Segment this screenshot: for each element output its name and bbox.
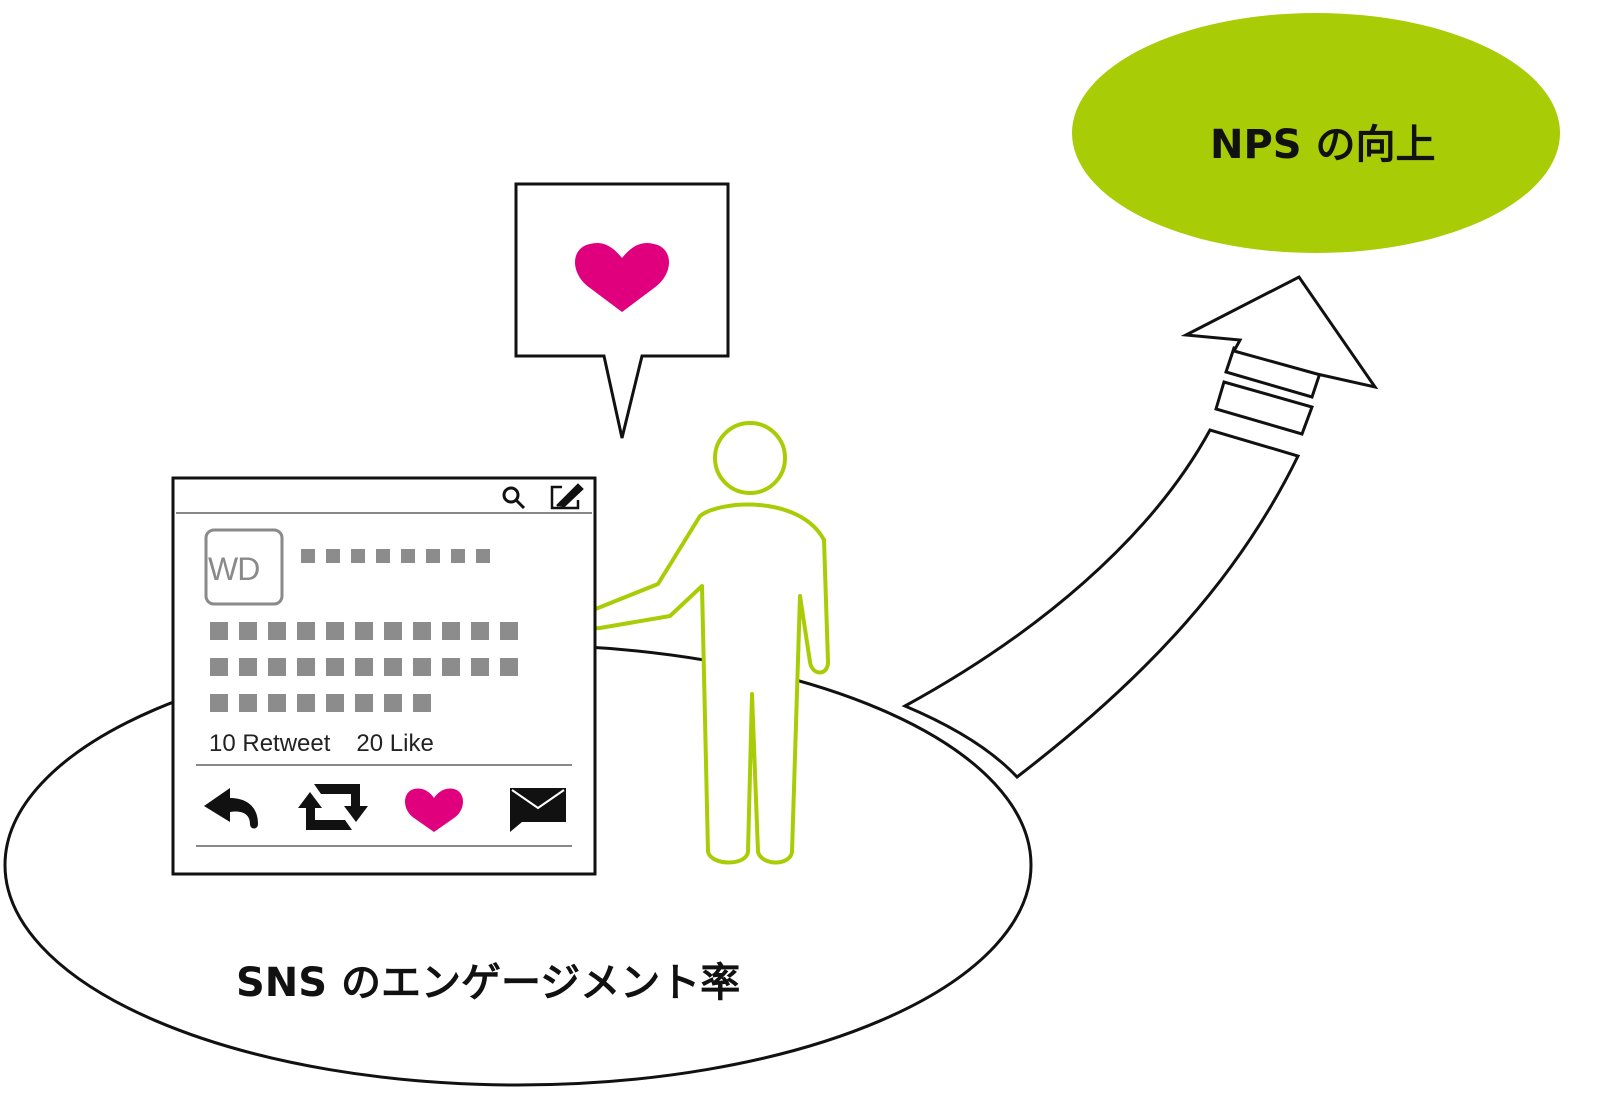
person-body [585,502,830,865]
person-head [713,421,787,495]
compose-icon[interactable] [550,483,584,510]
person-figure [585,421,830,865]
text-placeholder [210,622,518,712]
growth-arrow [901,275,1379,780]
heart-icon [575,242,669,312]
tweet-card [171,476,597,876]
avatar [204,528,284,606]
tweet-stats: 10 Retweet 20 Like [209,730,434,758]
reply-icon[interactable] [204,788,258,829]
like-heart-icon[interactable] [405,788,463,832]
sns-engagement-label: SNS のエンゲージメント率 [236,960,741,1006]
nps-ellipse [1072,13,1560,253]
nps-goal-label: NPS の向上 [1210,122,1436,168]
avatar-initials: WD [208,551,260,587]
search-icon[interactable] [502,486,526,510]
retweet-count[interactable]: 10 Retweet [209,730,331,757]
message-icon[interactable] [510,788,566,832]
retweet-icon[interactable] [298,784,368,830]
speech-bubble [514,182,730,439]
like-count[interactable]: 20 Like [356,730,434,757]
name-placeholder [301,549,490,563]
